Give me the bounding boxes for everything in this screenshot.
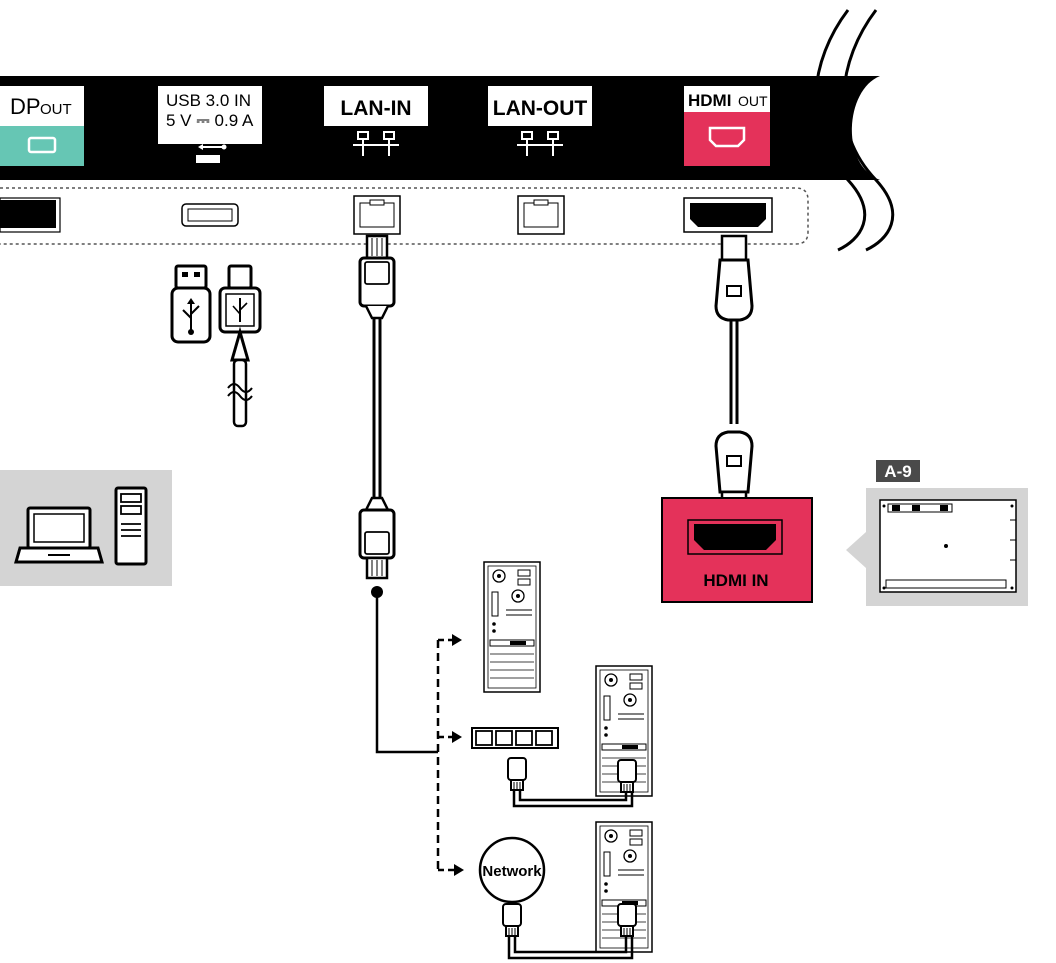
port-tray-outline xyxy=(0,187,809,245)
hdmi-icon xyxy=(708,126,746,148)
usb-flash-drive-icon xyxy=(170,264,212,344)
source-computer-box xyxy=(0,470,172,586)
dp-physical-port xyxy=(0,200,56,228)
lan-out-text: LAN-OUT xyxy=(493,97,588,120)
hdmi-in-port-box: HDMI IN xyxy=(661,497,813,603)
hdmi-out-port-label: HDMI OUT xyxy=(684,86,770,166)
lan-icon xyxy=(517,131,563,156)
dp-out-main: DP xyxy=(10,94,41,119)
switch-to-pc-cable xyxy=(507,757,637,808)
hdmi-in-label: HDMI IN xyxy=(703,571,768,590)
laptop-icon xyxy=(14,506,104,564)
lan-out-port-label: LAN-OUT xyxy=(488,86,592,166)
usb-line1: USB 3.0 IN xyxy=(166,91,251,110)
usb-icon xyxy=(196,144,227,163)
lan-in-port-label: LAN-IN xyxy=(324,86,428,166)
usb-port-label: USB 3.0 IN 5 V ⎓ 0.9 A xyxy=(158,86,262,166)
dp-out-sub: OUT xyxy=(40,101,72,118)
network-node-icon: Network xyxy=(478,836,546,904)
displayport-icon xyxy=(27,136,57,154)
board-reference: A-9 xyxy=(846,460,1028,606)
dp-out-port-label: DP OUT xyxy=(0,86,84,166)
usb-cable-plug-icon xyxy=(218,264,262,428)
hdmi-cable xyxy=(714,234,754,508)
network-switch-icon xyxy=(471,727,559,749)
lan-out-physical-port xyxy=(517,195,565,235)
network-to-pc-cable xyxy=(502,903,637,960)
panel-break-curves xyxy=(851,76,1056,180)
network-label: Network xyxy=(482,863,542,880)
lan-in-physical-port xyxy=(353,195,401,235)
hdmi-out-physical-port xyxy=(683,197,773,233)
lan-icon xyxy=(353,131,399,156)
board-tag: A-9 xyxy=(884,462,911,481)
hdmi-out-sub: OUT xyxy=(738,93,768,109)
pc-tower-icon xyxy=(483,561,541,693)
hdmi-out-main: HDMI xyxy=(688,91,731,110)
network-connection-lines xyxy=(371,586,464,876)
usb-line2: 5 V ⎓ 0.9 A xyxy=(166,111,254,130)
lan-cable xyxy=(358,234,396,580)
pc-tower-small-icon xyxy=(114,486,148,566)
lan-in-text: LAN-IN xyxy=(340,97,411,120)
board-icon xyxy=(879,499,1017,593)
usb-physical-port xyxy=(181,203,239,227)
